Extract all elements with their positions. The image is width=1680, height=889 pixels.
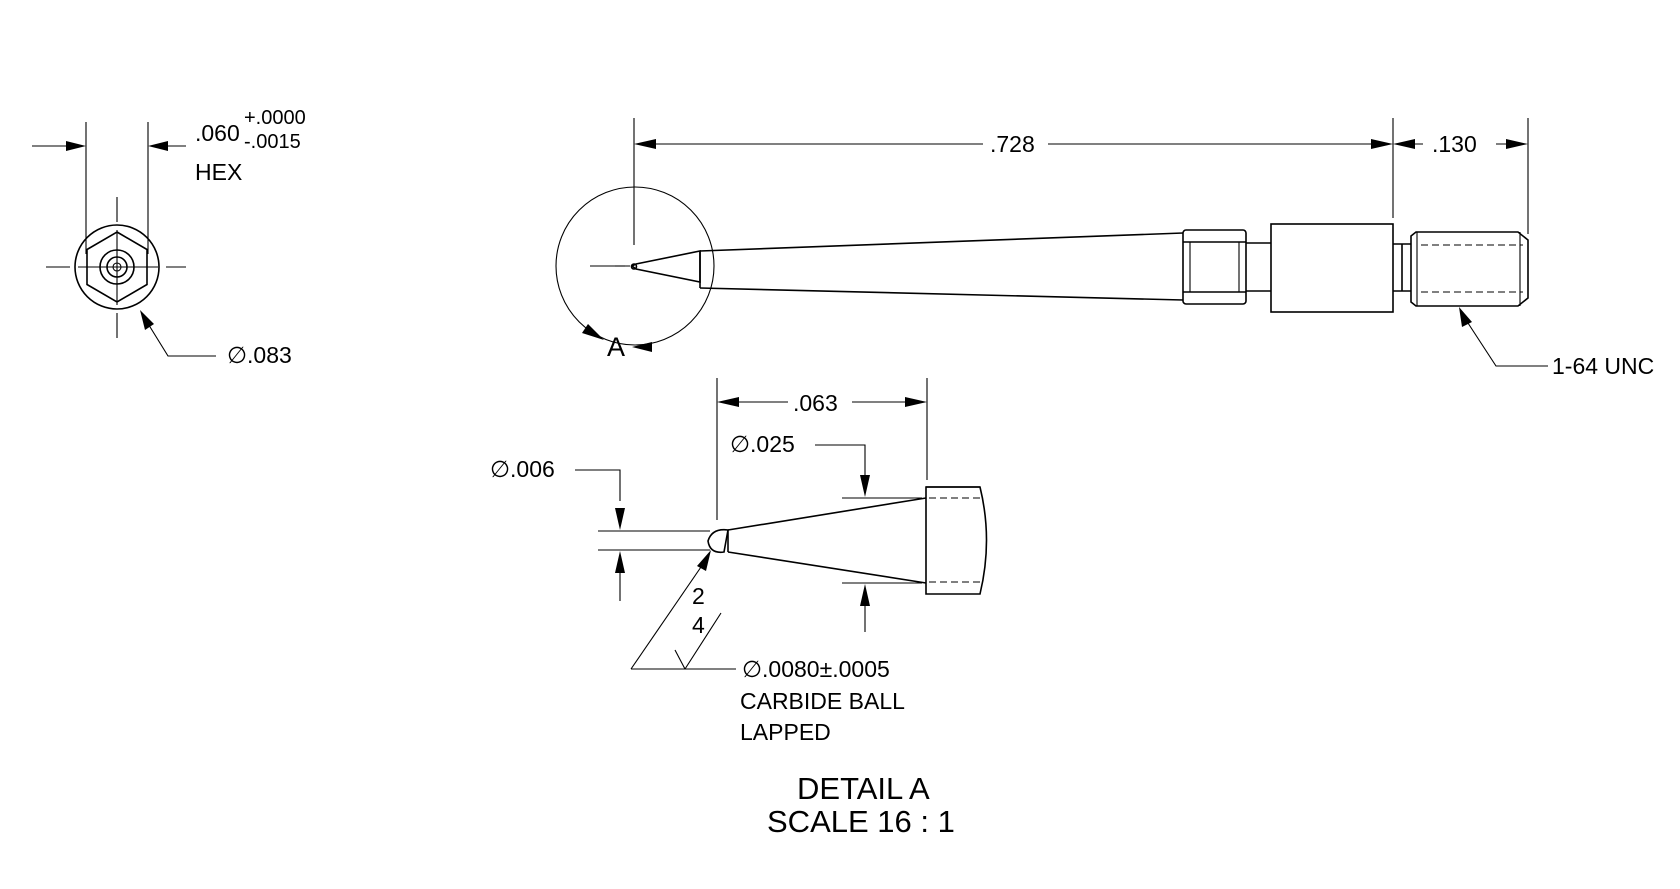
hex-outline <box>86 231 148 303</box>
ball-diameter-dimension: ∅.0080±.0005 <box>742 656 890 682</box>
detail-scale: SCALE 16 : 1 <box>767 804 955 839</box>
overall-length-dimension: .728 <box>990 131 1035 157</box>
hex-label: HEX <box>195 159 242 185</box>
tip-length-dimension: .063 <box>793 390 838 416</box>
finish-value-top: 2 <box>692 583 705 609</box>
detail-circle <box>555 186 715 346</box>
ball-note-line2: LAPPED <box>740 719 831 745</box>
hex-end-view <box>32 122 216 357</box>
ball-note-line1: CARBIDE BALL <box>740 688 905 714</box>
thread-length-dimension: .130 <box>1432 131 1477 157</box>
hex-dimension: .060 <box>195 120 240 146</box>
stylus-side-view <box>555 118 1548 367</box>
thread-spec: 1-64 UNC <box>1552 353 1654 379</box>
detail-title: DETAIL A <box>797 771 930 806</box>
finish-value-bottom: 4 <box>692 612 705 638</box>
hex-tol-minus: -.0015 <box>244 131 301 153</box>
tip-diameter-dimension: ∅.006 <box>490 456 555 482</box>
detail-callout-label: A <box>607 332 625 362</box>
outer-circle <box>74 224 160 310</box>
hex-diameter: ∅.083 <box>227 342 292 368</box>
detail-a-view <box>575 378 988 670</box>
cone-diameter-dimension: ∅.025 <box>730 431 795 457</box>
hex-tol-plus: +.0000 <box>244 107 306 129</box>
